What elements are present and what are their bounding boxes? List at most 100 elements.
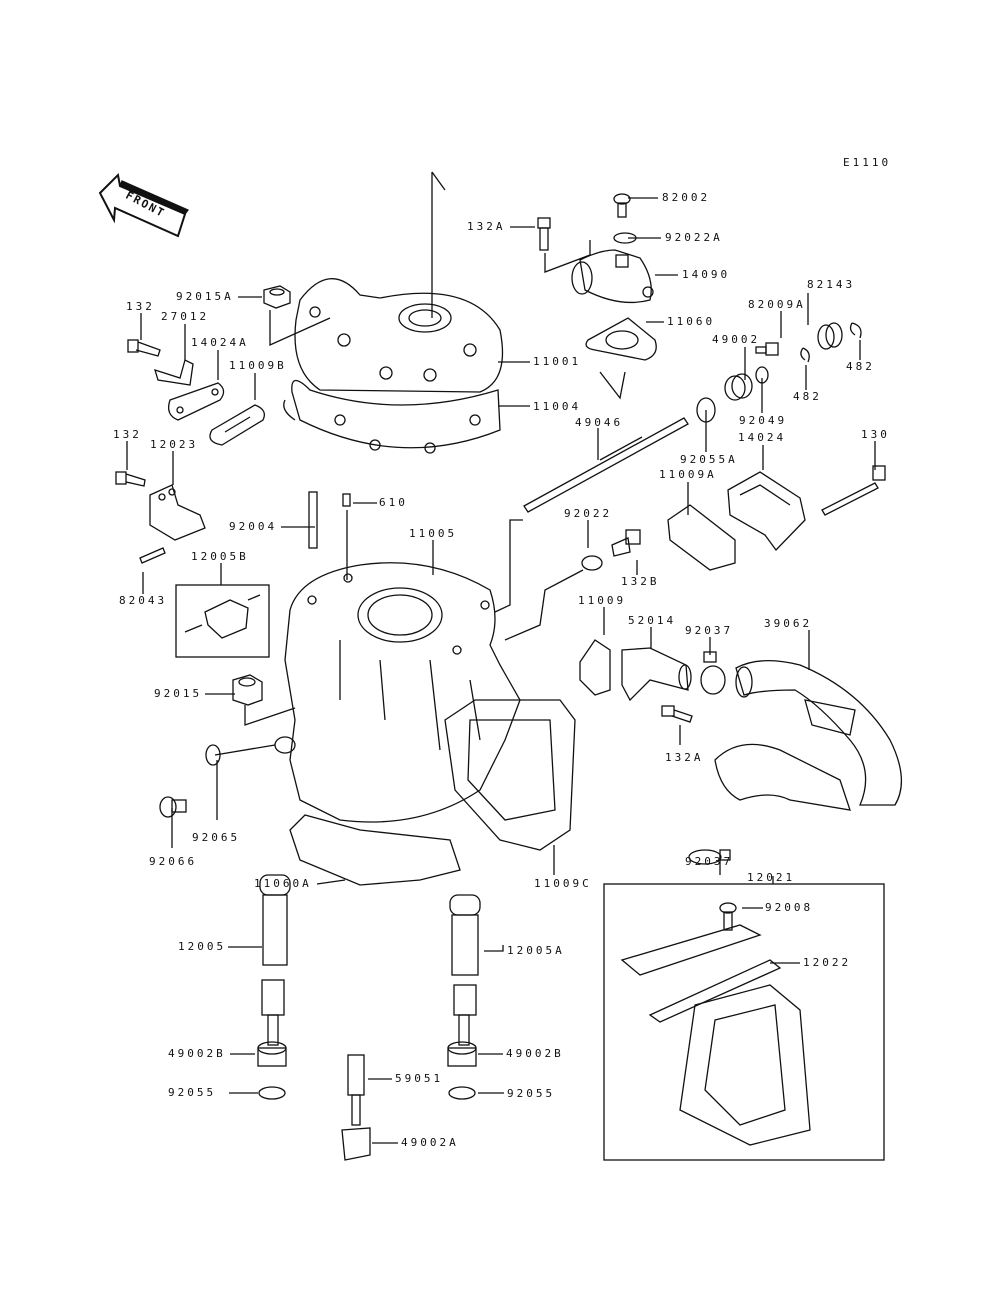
part-label-92008: 92008 <box>765 901 814 914</box>
bushing-49002 <box>724 373 753 401</box>
part-label-132: 132 <box>126 300 155 313</box>
reed-valve-12021 <box>679 984 811 1146</box>
part-label-92055-a: 92055 <box>168 1086 217 1099</box>
part-label-12022: 12022 <box>803 956 852 969</box>
gasket-11009c <box>444 699 576 851</box>
screw-82009a <box>755 342 779 356</box>
bracket-27012 <box>154 359 194 386</box>
part-label-92055a: 92055A <box>680 453 738 466</box>
nut-92015a <box>263 285 291 309</box>
shaft-49046 <box>523 417 689 513</box>
gasket-11009 <box>579 639 611 696</box>
bolt-130 <box>821 465 886 516</box>
part-label-92066: 92066 <box>149 855 198 868</box>
oring-92055a <box>696 397 716 423</box>
part-label-11004: 11004 <box>533 400 582 413</box>
part-label-49002: 49002 <box>712 333 761 346</box>
part-label-49002a: 49002A <box>401 1136 459 1149</box>
cylinder-11005 <box>274 562 521 823</box>
part-label-14024a: 14024A <box>191 336 249 349</box>
part-label-14090: 14090 <box>682 268 731 281</box>
bearing-92049 <box>755 366 769 384</box>
part-label-14024: 14024 <box>738 431 787 444</box>
part-label-82043: 82043 <box>119 594 168 607</box>
bushing-49002b-b <box>447 1041 477 1067</box>
part-label-92055-b: 92055 <box>507 1087 556 1100</box>
clamp-92037-b <box>688 849 731 865</box>
part-label-12005: 12005 <box>178 940 227 953</box>
part-label-12021: 12021 <box>747 871 796 884</box>
valve-12005a <box>449 894 481 1046</box>
reed-plate-12022 <box>648 959 782 1023</box>
bolt-132b <box>611 529 641 557</box>
part-label-49002b-b: 49002B <box>506 1047 564 1060</box>
fitting-52014 <box>621 647 692 702</box>
pin-610 <box>342 493 351 507</box>
clip-482-a <box>849 322 862 339</box>
part-label-482-a: 482 <box>846 360 875 373</box>
clamp-92037-a <box>700 651 726 695</box>
part-label-92037-b: 92037 <box>685 855 734 868</box>
reed-plate-12022-top <box>620 924 762 976</box>
part-label-11001: 11001 <box>533 355 582 368</box>
part-label-11005: 11005 <box>409 527 458 540</box>
part-label-92022: 92022 <box>564 507 613 520</box>
part-label-92037-a: 92037 <box>685 624 734 637</box>
part-label-92049: 92049 <box>739 414 788 427</box>
part-label-92015: 92015 <box>154 687 203 700</box>
nut-92015 <box>232 674 263 706</box>
gasket-11060a <box>289 814 461 886</box>
part-label-11009: 11009 <box>578 594 627 607</box>
part-label-132b: 132B <box>621 575 660 588</box>
bushing-82143 <box>817 322 843 350</box>
part-label-11009b: 11009B <box>229 359 287 372</box>
oring-92055-a <box>258 1086 286 1100</box>
part-label-610: 610 <box>379 496 408 509</box>
gasket-11060 <box>585 317 657 361</box>
front-arrow-icon <box>98 172 190 238</box>
diagram-code: E1110 <box>843 156 892 169</box>
inset-box-12005b <box>175 584 270 658</box>
part-label-11009a: 11009A <box>659 468 717 481</box>
part-label-132a-b: 132A <box>665 751 704 764</box>
part-label-49002b-a: 49002B <box>168 1047 226 1060</box>
oring-92055-b <box>448 1086 476 1100</box>
part-label-11060a: 11060A <box>254 877 312 890</box>
gear-59051 <box>347 1054 365 1126</box>
valve-12005 <box>259 874 291 1046</box>
washer-92065 <box>205 744 221 766</box>
pin-82043 <box>139 547 166 564</box>
part-label-12005b: 12005B <box>191 550 249 563</box>
bolt-132a <box>537 217 551 251</box>
part-label-12023: 12023 <box>150 438 199 451</box>
bolt-132-b <box>115 471 146 487</box>
part-label-92022a: 92022A <box>665 231 723 244</box>
plug-92066 <box>159 796 187 818</box>
screw-92008 <box>719 902 737 931</box>
part-label-82143: 82143 <box>807 278 856 291</box>
inset-box-12021 <box>603 883 885 1161</box>
part-label-11009c: 11009C <box>534 877 592 890</box>
part-label-130: 130 <box>861 428 890 441</box>
gasket-11009b <box>209 404 266 446</box>
water-cover-14090 <box>571 249 654 304</box>
gasket-14024a <box>167 382 225 421</box>
part-label-59051: 59051 <box>395 1072 444 1085</box>
part-label-132a: 132A <box>467 220 506 233</box>
valve-12005b <box>184 594 261 639</box>
bushing-49002b-a <box>257 1041 287 1067</box>
bolt-132a-b <box>661 705 693 723</box>
part-label-482-b: 482 <box>793 390 822 403</box>
part-label-27012: 27012 <box>161 310 210 323</box>
part-label-82009a: 82009A <box>748 298 806 311</box>
part-label-92004: 92004 <box>229 520 278 533</box>
part-label-92015a: 92015A <box>176 290 234 303</box>
clip-482-b <box>800 347 810 363</box>
bolt-82002 <box>613 193 631 218</box>
part-label-12005a: 12005A <box>507 944 565 957</box>
cylinder-head <box>283 278 504 454</box>
bracket-12023 <box>149 484 206 541</box>
bolt-132 <box>127 339 161 357</box>
